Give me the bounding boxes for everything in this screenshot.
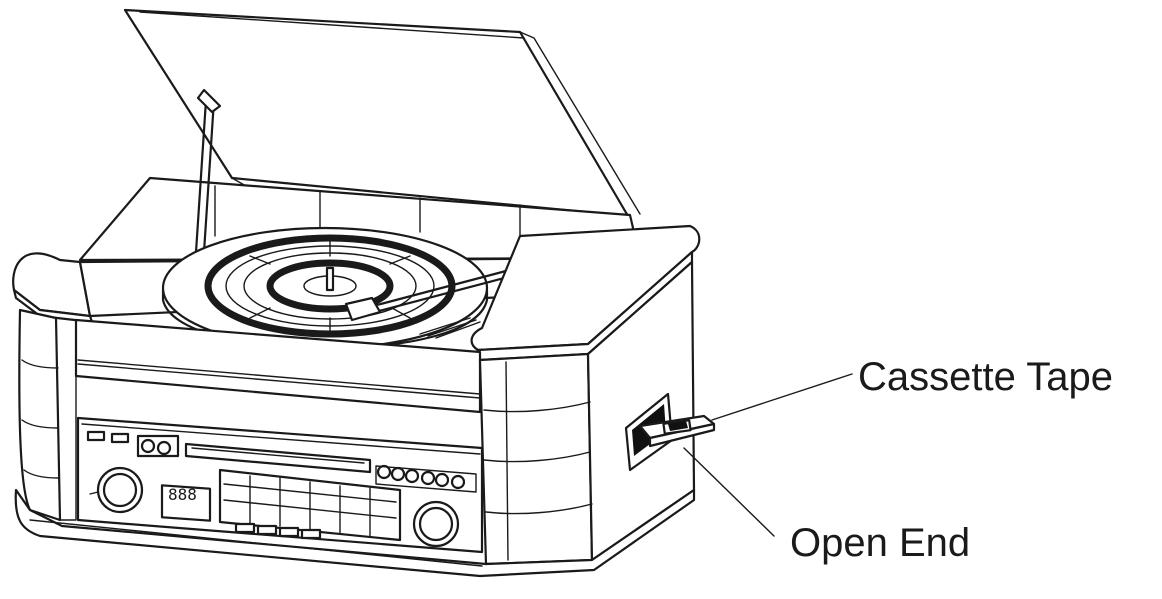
led-display: 888 — [168, 485, 197, 504]
control-panel: 888 — [76, 416, 484, 554]
callout-cassette-tape: Cassette Tape — [711, 355, 1113, 421]
base-plinth — [14, 488, 696, 578]
label-cassette-tape: Cassette Tape — [858, 355, 1113, 399]
right-column — [478, 260, 696, 566]
turntable-platter — [161, 226, 489, 350]
callout-open-end: Open End — [683, 447, 970, 565]
lid-stay — [194, 88, 222, 254]
left-column — [18, 308, 77, 522]
leader-line-open-end — [683, 447, 775, 537]
cassette-tape — [638, 414, 716, 448]
label-open-end: Open End — [790, 521, 970, 565]
leader-line-cassette-tape — [711, 373, 853, 421]
